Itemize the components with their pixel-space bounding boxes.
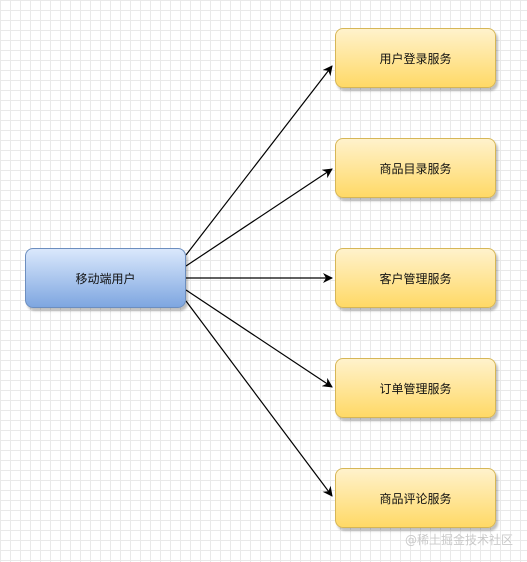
product-review-service-node[interactable]: 商品评论服务 [335, 468, 496, 528]
order-management-service-label: 订单管理服务 [379, 381, 452, 396]
customer-management-service-node[interactable]: 客户管理服务 [335, 248, 496, 308]
arrow-to-product-review-service [185, 300, 333, 497]
mobile-user-label: 移动端用户 [75, 271, 136, 286]
watermark-text: @稀土掘金技术社区 [404, 533, 513, 547]
product-catalog-service-node[interactable]: 商品目录服务 [335, 138, 496, 198]
product-catalog-service-label: 商品目录服务 [379, 161, 452, 176]
mobile-user-node[interactable]: 移动端用户 [25, 248, 186, 308]
product-review-service-label: 商品评论服务 [379, 491, 452, 506]
order-management-service-node[interactable]: 订单管理服务 [335, 358, 496, 418]
arrow-to-user-login-service [185, 65, 333, 256]
arrow-to-product-catalog-service [185, 168, 333, 267]
user-login-service-node[interactable]: 用户登录服务 [335, 28, 496, 88]
customer-management-service-label: 客户管理服务 [379, 271, 452, 286]
arrow-to-order-management-service [185, 289, 333, 388]
user-login-service-label: 用户登录服务 [379, 51, 452, 66]
